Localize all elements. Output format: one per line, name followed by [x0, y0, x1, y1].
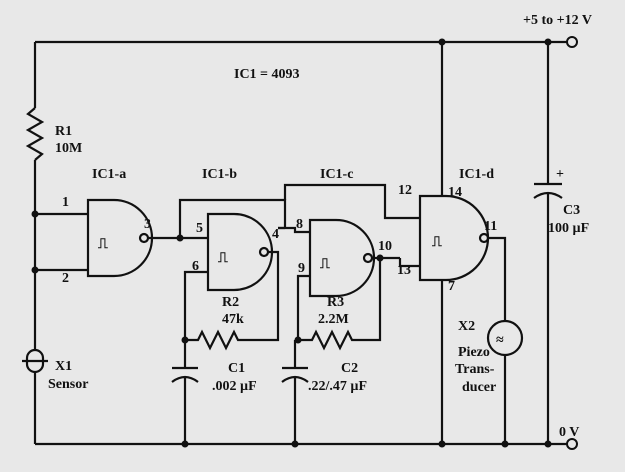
c2-capacitor [281, 340, 309, 444]
pin-2: 2 [62, 271, 69, 286]
schmitt-icon-b: ⎍ [218, 251, 228, 266]
r2-value: 47k [222, 312, 244, 327]
c2-name: C2 [341, 361, 358, 376]
gate-ic1-c: ⎍ [278, 218, 384, 344]
supply-rail [35, 36, 578, 48]
x2-line2: Trans- [455, 362, 495, 377]
piezo-wave-icon: ≈ [496, 333, 504, 348]
pin-12: 12 [398, 183, 412, 198]
r1-name: R1 [55, 124, 72, 139]
r1-resistor [25, 107, 45, 161]
pin-10: 10 [378, 239, 392, 254]
pin-9: 9 [298, 261, 305, 276]
pin-14: 14 [448, 185, 462, 200]
c1-value: .002 µF [212, 379, 257, 394]
r3-value: 2.2M [318, 312, 349, 327]
x2-piezo-symbol: ≈ [486, 319, 524, 444]
r2-resistor [189, 329, 242, 351]
gate-c-name: IC1-c [320, 167, 353, 182]
left-network [22, 42, 48, 444]
x2-name: X2 [458, 319, 475, 334]
c3-value: 100 µF [548, 221, 589, 236]
c1-name: C1 [228, 361, 245, 376]
schmitt-icon-d: ⎍ [432, 235, 442, 250]
pin-3: 3 [144, 217, 151, 232]
pin-8: 8 [296, 217, 303, 232]
pin-5: 5 [196, 221, 203, 236]
c3-polarity: + [556, 167, 564, 182]
ground-terminal [566, 438, 578, 450]
gate-ic1-b: ⎍ [176, 198, 287, 344]
gate-b-name: IC1-b [202, 167, 237, 182]
ground-rail [35, 438, 578, 450]
pin-4: 4 [272, 227, 279, 242]
gate-a-name: IC1-a [92, 167, 126, 182]
supply-terminal [566, 36, 578, 48]
pin-7: 7 [448, 279, 455, 294]
ground-label: 0 V [559, 425, 579, 440]
r3-resistor [303, 329, 360, 351]
ic-label: IC1 = 4093 [234, 67, 300, 82]
pin-11: 11 [484, 219, 497, 234]
x1-name: X1 [55, 359, 72, 374]
pin-13: 13 [397, 263, 411, 278]
schmitt-icon-a: ⎍ [98, 237, 108, 252]
c1-capacitor [171, 340, 199, 444]
supply-label: +5 to +12 V [523, 13, 592, 28]
x2-line1: Piezo [458, 345, 490, 360]
gate-ic1-a: ⎍ [35, 198, 180, 278]
x2-line3: ducer [462, 380, 496, 395]
r2-name: R2 [222, 295, 239, 310]
r1-value: 10M [55, 141, 82, 156]
x1-sensor-symbol [22, 348, 48, 374]
c2-value: .22/.47 µF [308, 379, 367, 394]
schmitt-icon-c: ⎍ [320, 257, 330, 272]
c3-capacitor [533, 42, 563, 444]
r3-name: R3 [327, 295, 344, 310]
x1-value: Sensor [48, 377, 88, 392]
pin-1: 1 [62, 195, 69, 210]
gate-ic1-d: ⎍ [283, 42, 507, 444]
pin-6: 6 [192, 259, 199, 274]
gate-d-name: IC1-d [459, 167, 494, 182]
c3-name: C3 [563, 203, 580, 218]
